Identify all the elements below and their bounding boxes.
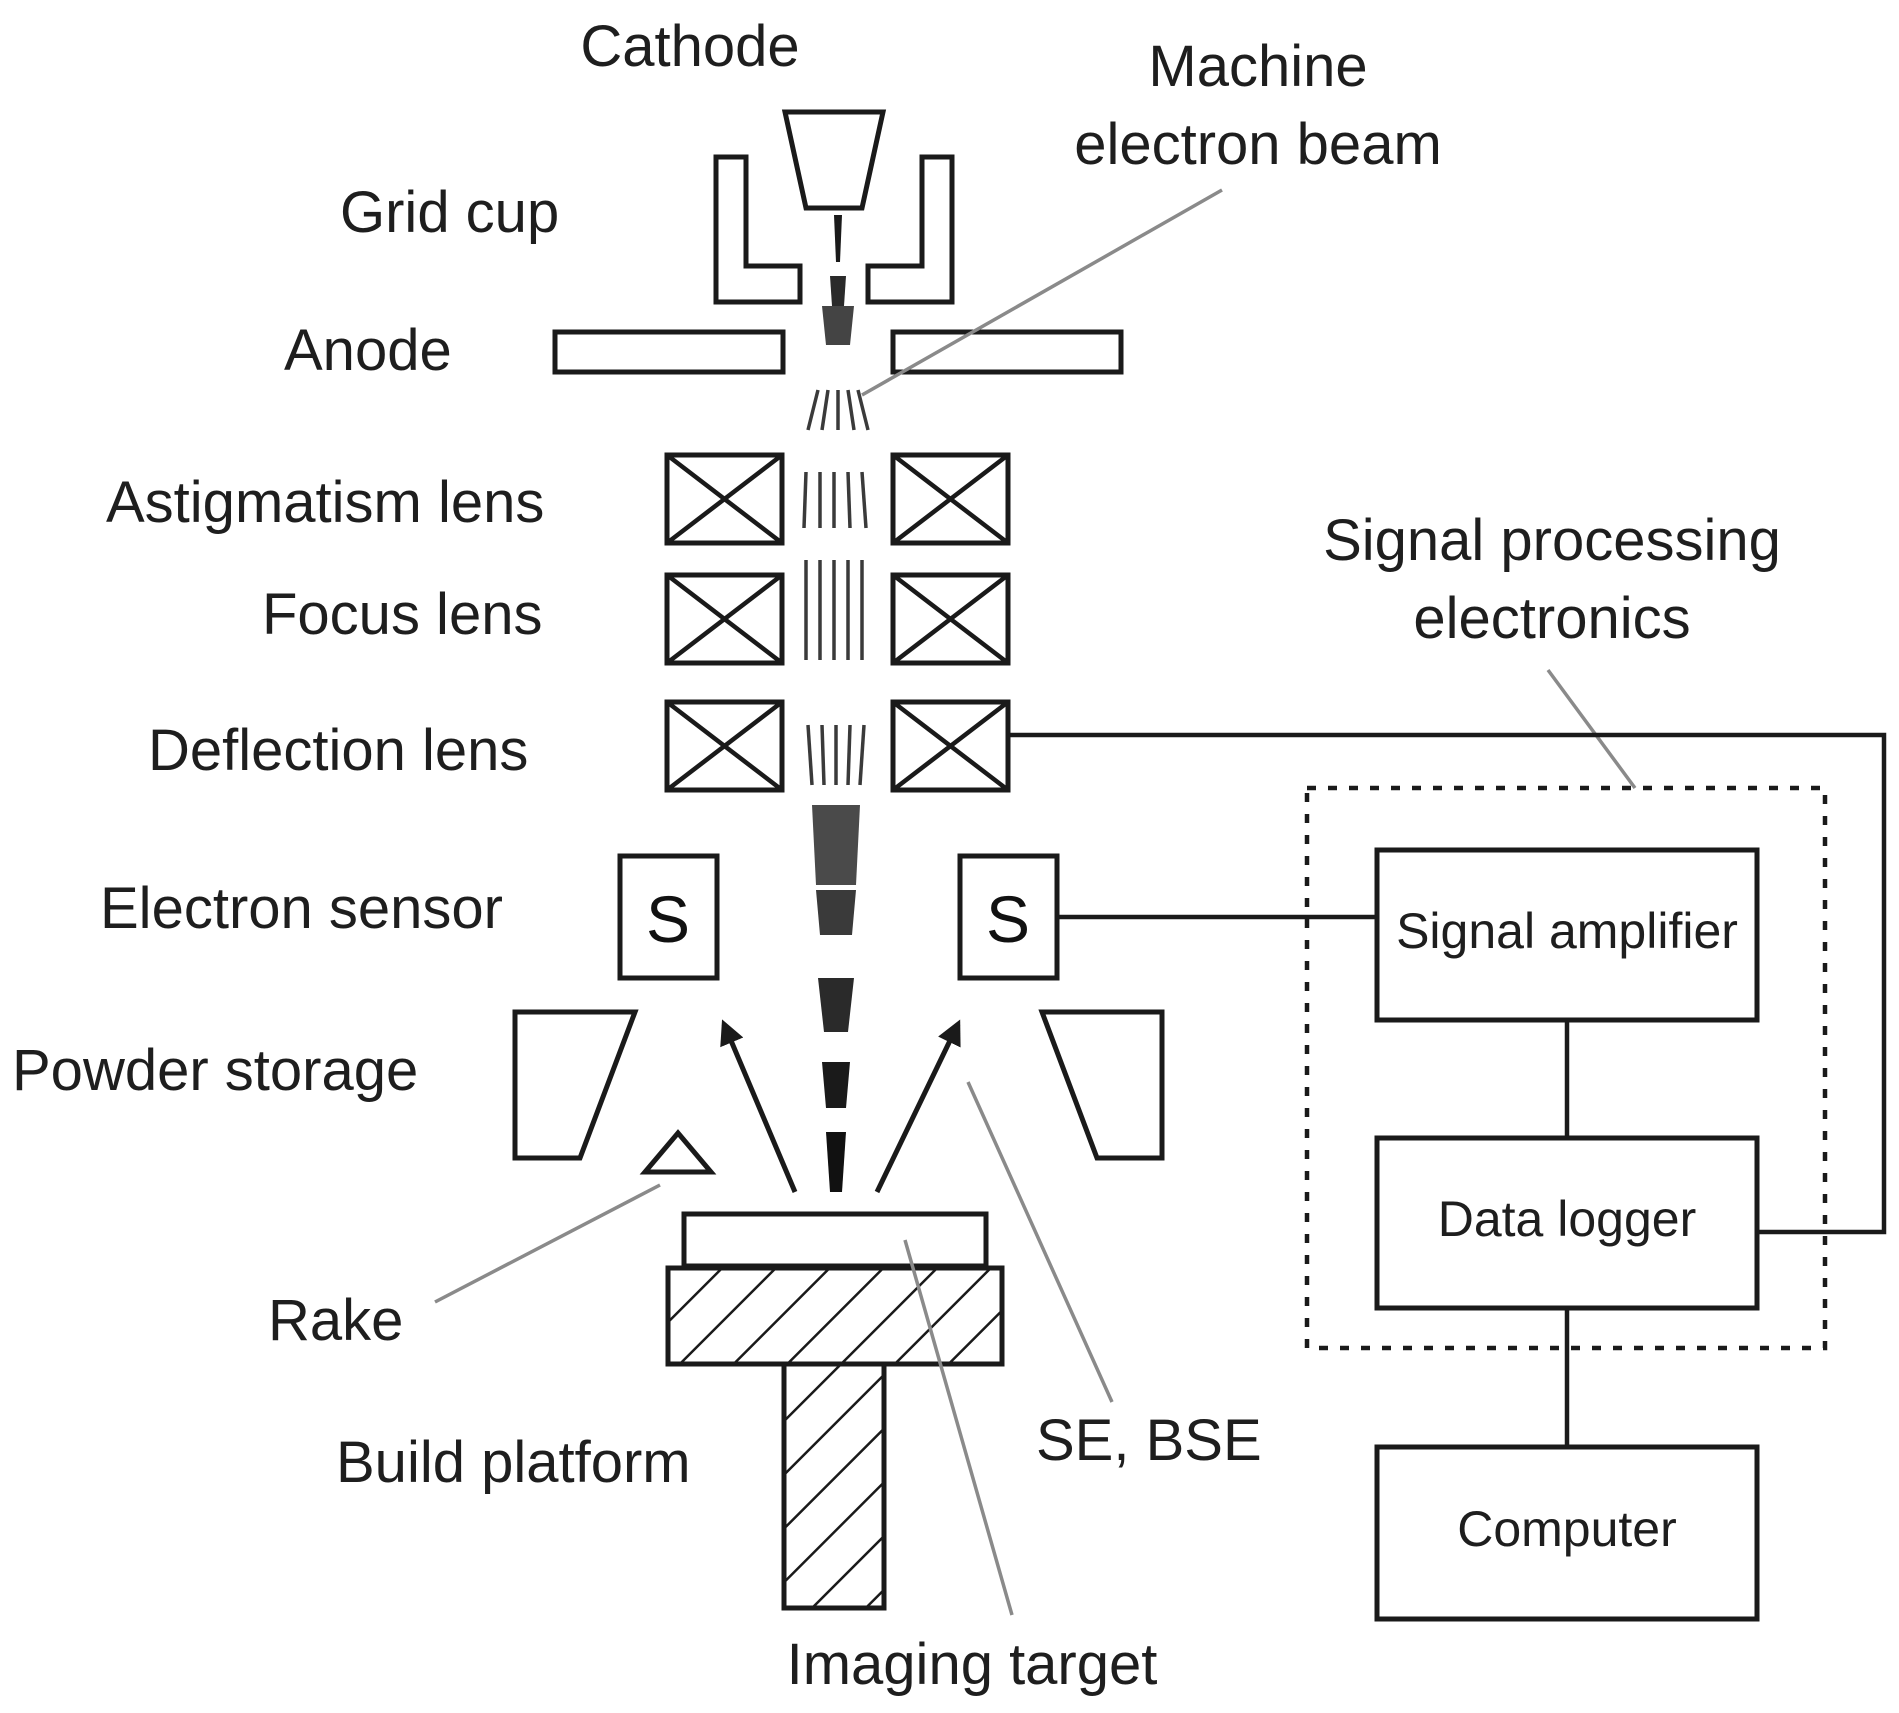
- label-grid-cup: Grid cup: [340, 180, 559, 245]
- electron-beam: [802, 215, 870, 1192]
- label-machine-electron-beam-2: electron beam: [1074, 112, 1442, 177]
- se-bse-arrow-left: [720, 1019, 798, 1193]
- signal-processing-boundary: [1304, 785, 1828, 1351]
- powder-hopper-left: [512, 1009, 639, 1161]
- label-machine-electron-beam-1: Machine: [1148, 34, 1367, 99]
- label-focus-lens: Focus lens: [262, 582, 542, 647]
- wiring: [1008, 732, 1887, 1447]
- grid-cup-left: [713, 154, 803, 305]
- astigmatism-lens-coils: [664, 452, 1011, 546]
- label-rake: Rake: [268, 1288, 403, 1353]
- label-signal-processing-2: electronics: [1413, 586, 1690, 651]
- rake-shape: [639, 1129, 717, 1175]
- label-signal-amplifier: Signal amplifier: [1396, 903, 1738, 959]
- powder-hopper-right: [1038, 1009, 1165, 1161]
- anode-plate-left: [552, 329, 786, 375]
- leader-lines: [434, 188, 1637, 1616]
- label-electron-sensor: Electron sensor: [100, 876, 503, 941]
- electron-sensor-left: S: [617, 853, 720, 981]
- grid-cup-right: [865, 154, 955, 305]
- se-bse-arrow-right: [874, 1019, 961, 1194]
- label-deflection-lens: Deflection lens: [148, 718, 528, 783]
- anode-plate-right: [890, 329, 1124, 375]
- label-astigmatism-lens: Astigmatism lens: [106, 470, 544, 535]
- label-cathode: Cathode: [580, 14, 799, 79]
- electron-sensor-right: S: [957, 853, 1060, 981]
- imaging-target-plate: [681, 1211, 989, 1269]
- signal-amplifier-box: [1374, 847, 1760, 1023]
- deflection-lens-coils: [664, 699, 1011, 793]
- label-build-platform: Build platform: [336, 1430, 691, 1495]
- label-imaging-target: Imaging target: [787, 1632, 1158, 1697]
- label-powder-storage: Powder storage: [12, 1038, 418, 1103]
- cathode-shape: [781, 109, 887, 211]
- build-platform: [665, 1265, 1005, 1611]
- focus-lens-coils: [664, 572, 1011, 666]
- svg-text:S: S: [646, 882, 690, 956]
- label-anode: Anode: [284, 318, 452, 383]
- computer-box: [1374, 1444, 1760, 1622]
- label-data-logger: Data logger: [1438, 1191, 1697, 1247]
- label-signal-processing-1: Signal processing: [1323, 508, 1781, 573]
- label-se-bse: SE, BSE: [1036, 1408, 1262, 1473]
- label-computer: Computer: [1457, 1501, 1677, 1557]
- data-logger-box: [1374, 1135, 1760, 1311]
- svg-text:S: S: [986, 882, 1030, 956]
